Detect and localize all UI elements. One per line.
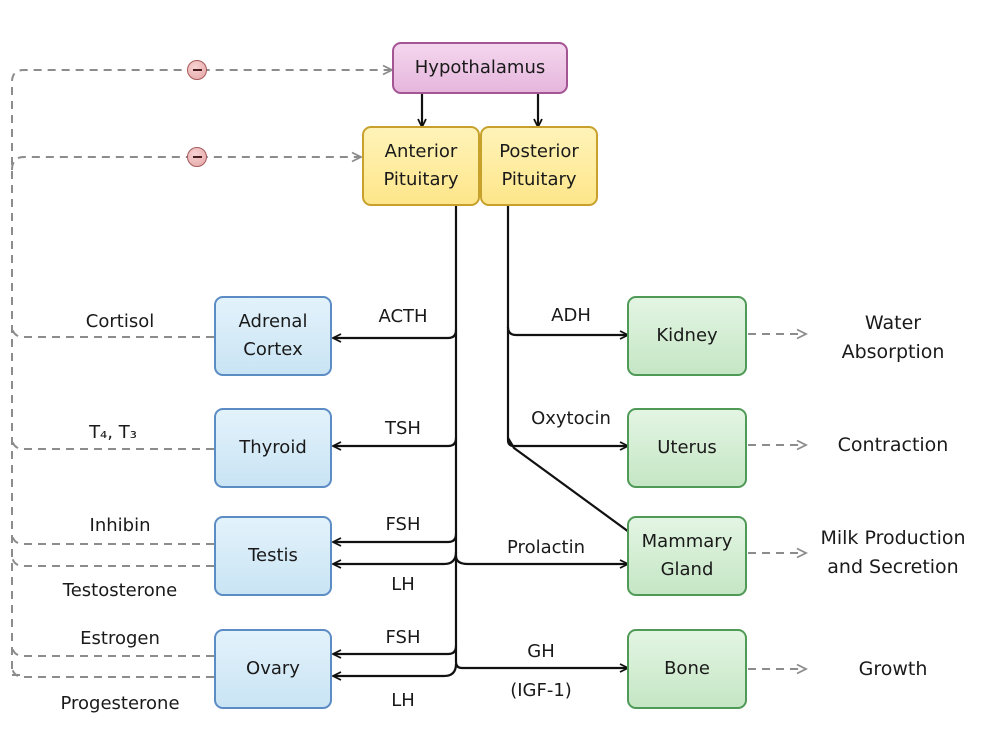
uterus-label: Uterus (657, 437, 717, 458)
mammary-gland-line2: Gland (660, 559, 714, 580)
water-absorption-line2: Absorption (841, 341, 945, 363)
lh-testis-arrow (334, 551, 458, 564)
contraction-outcome: Contraction (838, 431, 949, 460)
growth-outcome: Growth (859, 655, 928, 684)
anterior-pituitary-node: Anterior Pituitary (362, 126, 480, 206)
inhibin-feedback-line (11, 531, 214, 545)
adh-arrow (506, 326, 627, 335)
feedback-to-anterior-pituitary-arrow (11, 157, 361, 171)
uterus-node: Uterus (627, 408, 747, 488)
igf1-label: (IGF-1) (510, 680, 572, 701)
lh-ovary-arrow (334, 663, 458, 676)
thyroid-feedback-line (11, 436, 214, 450)
feedback-to-hypothalamus-arrow (11, 70, 392, 676)
prolactin-label: Prolactin (507, 537, 585, 558)
acth-label: ACTH (378, 306, 428, 327)
anterior-pituitary-line2: Pituitary (383, 169, 459, 190)
adh-label: ADH (551, 305, 591, 326)
posterior-pituitary-node: Posterior Pituitary (480, 126, 598, 206)
posterior-pituitary-line1: Posterior (499, 141, 579, 162)
lh-ovary-label: LH (391, 690, 415, 711)
milk-outcome: Milk Production and Secretion (820, 524, 965, 582)
estrogen-feedback-line (11, 643, 214, 657)
water-absorption-line1: Water (864, 312, 922, 334)
water-absorption-outcome: Water Absorption (842, 309, 945, 367)
testis-label: Testis (248, 545, 298, 566)
fsh-ovary-label: FSH (385, 627, 421, 648)
bone-node: Bone (627, 629, 747, 709)
ovary-node: Ovary (214, 629, 332, 709)
adrenal-cortex-node: Adrenal Cortex (214, 296, 332, 376)
adrenal-cortex-line2: Cortex (243, 339, 303, 360)
prolactin-arrow (454, 555, 627, 564)
negative-feedback-icon (187, 60, 207, 80)
gh-label: GH (527, 641, 555, 662)
fsh-ovary-arrow (334, 645, 458, 654)
anterior-pituitary-line1: Anterior (384, 141, 458, 162)
bone-label: Bone (664, 658, 710, 679)
negative-feedback-icon (187, 147, 207, 167)
estrogen-label: Estrogen (80, 628, 160, 649)
thyroid-node: Thyroid (214, 408, 332, 488)
progesterone-label: Progesterone (60, 693, 180, 714)
tsh-label: TSH (385, 418, 421, 439)
testosterone-label: Testosterone (62, 580, 178, 601)
progesterone-feedback-line (11, 664, 214, 678)
ovary-label: Ovary (246, 658, 300, 679)
inhibin-label: Inhibin (89, 515, 151, 536)
tsh-arrow (334, 437, 458, 446)
hypothalamus-label: Hypothalamus (414, 57, 546, 78)
kidney-node: Kidney (627, 296, 747, 376)
cortisol-label: Cortisol (85, 311, 155, 332)
kidney-label: Kidney (656, 325, 718, 346)
contraction-label: Contraction (837, 434, 949, 456)
milk-line2: and Secretion (827, 556, 959, 578)
milk-line1: Milk Production (820, 527, 966, 549)
fsh-testis-label: FSH (385, 514, 421, 535)
testosterone-feedback-line (11, 553, 214, 567)
hypothalamus-node: Hypothalamus (392, 42, 568, 94)
acth-arrow (334, 329, 458, 338)
lh-testis-label: LH (391, 574, 415, 595)
growth-label: Growth (858, 658, 928, 680)
thyroid-label: Thyroid (239, 437, 307, 458)
oxytocin-mammary-arrow (507, 437, 640, 540)
anterior-pituitary-trunk (454, 205, 627, 668)
mammary-gland-node: Mammary Gland (627, 516, 747, 596)
oxytocin-label: Oxytocin (531, 408, 611, 429)
posterior-pituitary-line2: Pituitary (501, 169, 577, 190)
testis-node: Testis (214, 516, 332, 596)
mammary-gland-line1: Mammary (641, 531, 733, 552)
cortisol-feedback-line (11, 324, 214, 338)
adrenal-cortex-line1: Adrenal (238, 311, 308, 332)
fsh-testis-arrow (334, 533, 458, 542)
thyroid-hormones-label: T₄, T₃ (89, 422, 137, 443)
